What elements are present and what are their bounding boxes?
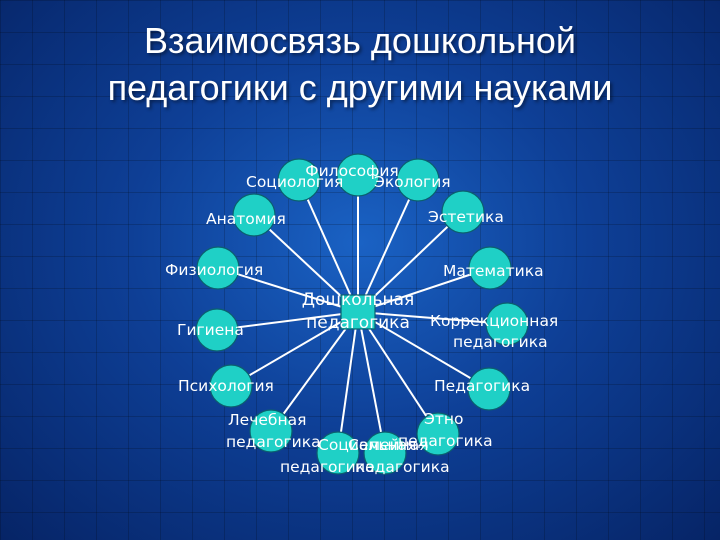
node-circle — [441, 190, 485, 234]
spoke-line — [230, 311, 359, 387]
node-label: Психология — [178, 377, 274, 395]
spoke-line — [357, 267, 491, 313]
spoke-line — [357, 311, 508, 325]
spoke-line — [357, 179, 419, 313]
spoke-line — [357, 311, 490, 390]
node-circle — [396, 158, 440, 202]
node-circle — [249, 409, 293, 453]
spoke-line — [270, 311, 359, 432]
node-circle — [485, 302, 529, 346]
node-label: педагогика — [398, 432, 493, 450]
spoke-line — [357, 311, 386, 454]
spoke-line — [217, 267, 359, 313]
node-label: педагогика — [226, 433, 321, 451]
slide-title: Взаимосвязь дошкольной педагогики с друг… — [20, 18, 700, 112]
slide-title-line-2: педагогики с другими науками — [107, 66, 613, 108]
node-label: Эстетика — [428, 208, 504, 226]
node-circle — [467, 367, 511, 411]
center-label: педагогика — [306, 313, 410, 333]
node-label: Этно — [424, 410, 463, 428]
node-label: Педагогика — [434, 377, 530, 395]
node-circle — [363, 431, 407, 475]
node-circles — [195, 153, 529, 475]
node-label: педагогика — [280, 458, 375, 476]
spoke-line — [337, 311, 359, 454]
spoke-line — [298, 179, 359, 313]
node-circle — [416, 412, 460, 456]
node-label: Физиология — [165, 261, 263, 279]
center-node — [340, 294, 376, 330]
spoke-line — [357, 311, 439, 435]
node-label: Социология — [246, 173, 343, 191]
node-circle — [316, 431, 360, 475]
spoke-line — [216, 311, 359, 331]
node-circle — [336, 153, 380, 197]
node-label: Семейная — [348, 436, 429, 454]
node-circle — [232, 193, 276, 237]
node-label: педагогика — [453, 333, 548, 351]
node-label: Математика — [443, 262, 544, 280]
node-circle — [196, 246, 240, 290]
node-label: педагогика — [355, 458, 450, 476]
node-label: Социальная — [318, 436, 416, 454]
node-circle — [277, 158, 321, 202]
node-circle — [195, 308, 239, 352]
node-label: Философия — [305, 162, 398, 180]
node-circle — [468, 246, 512, 290]
node-label: Коррекционная — [430, 312, 558, 330]
node-label: Гигиена — [177, 321, 244, 339]
center-label: Дошкольная — [302, 290, 415, 310]
slide-title-line-1: Взаимосвязь дошкольной — [144, 20, 576, 61]
node-label: Лечебная — [228, 411, 306, 429]
node-circle — [209, 364, 253, 408]
node-label: Анатомия — [206, 210, 286, 228]
node-label: Экология — [374, 173, 451, 191]
spokes — [216, 175, 508, 454]
